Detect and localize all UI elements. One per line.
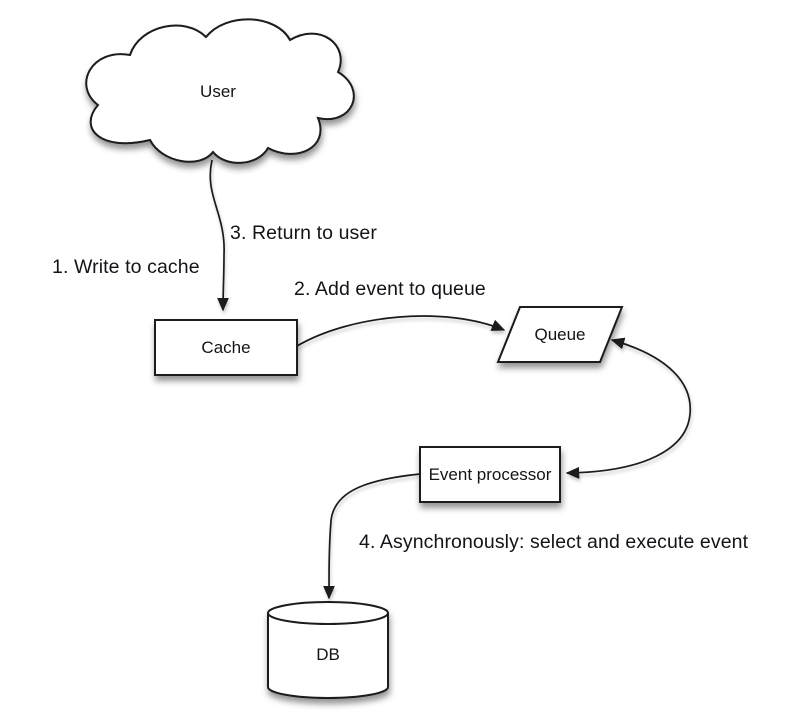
step-label-write-to-cache: 1. Write to cache xyxy=(52,256,200,278)
queue-parallelogram-shape xyxy=(496,306,624,363)
user-cloud-shape xyxy=(85,18,355,164)
db-node-label: DB xyxy=(316,645,340,664)
edge-event-processor-to-db xyxy=(323,473,421,600)
user-node-label: User xyxy=(200,82,236,101)
event-processor-box-shape xyxy=(419,446,561,503)
cache-node-label: Cache xyxy=(201,337,251,357)
cache-box-shape xyxy=(154,319,298,376)
db-cylinder-shape xyxy=(267,601,389,699)
step-label-return-to-user: 3. Return to user xyxy=(230,222,377,244)
edge-cache-to-queue xyxy=(296,315,506,347)
queue-node-label: Queue xyxy=(534,324,586,344)
event-processor-node-label: Event processor xyxy=(428,464,552,484)
step-label-async-select-execute: 4. Asynchronously: select and execute ev… xyxy=(359,531,749,553)
edge-queue-event-processor xyxy=(565,337,692,479)
edge-user-to-cache xyxy=(209,159,229,312)
step-label-add-event-to-queue: 2. Add event to queue xyxy=(294,278,486,300)
